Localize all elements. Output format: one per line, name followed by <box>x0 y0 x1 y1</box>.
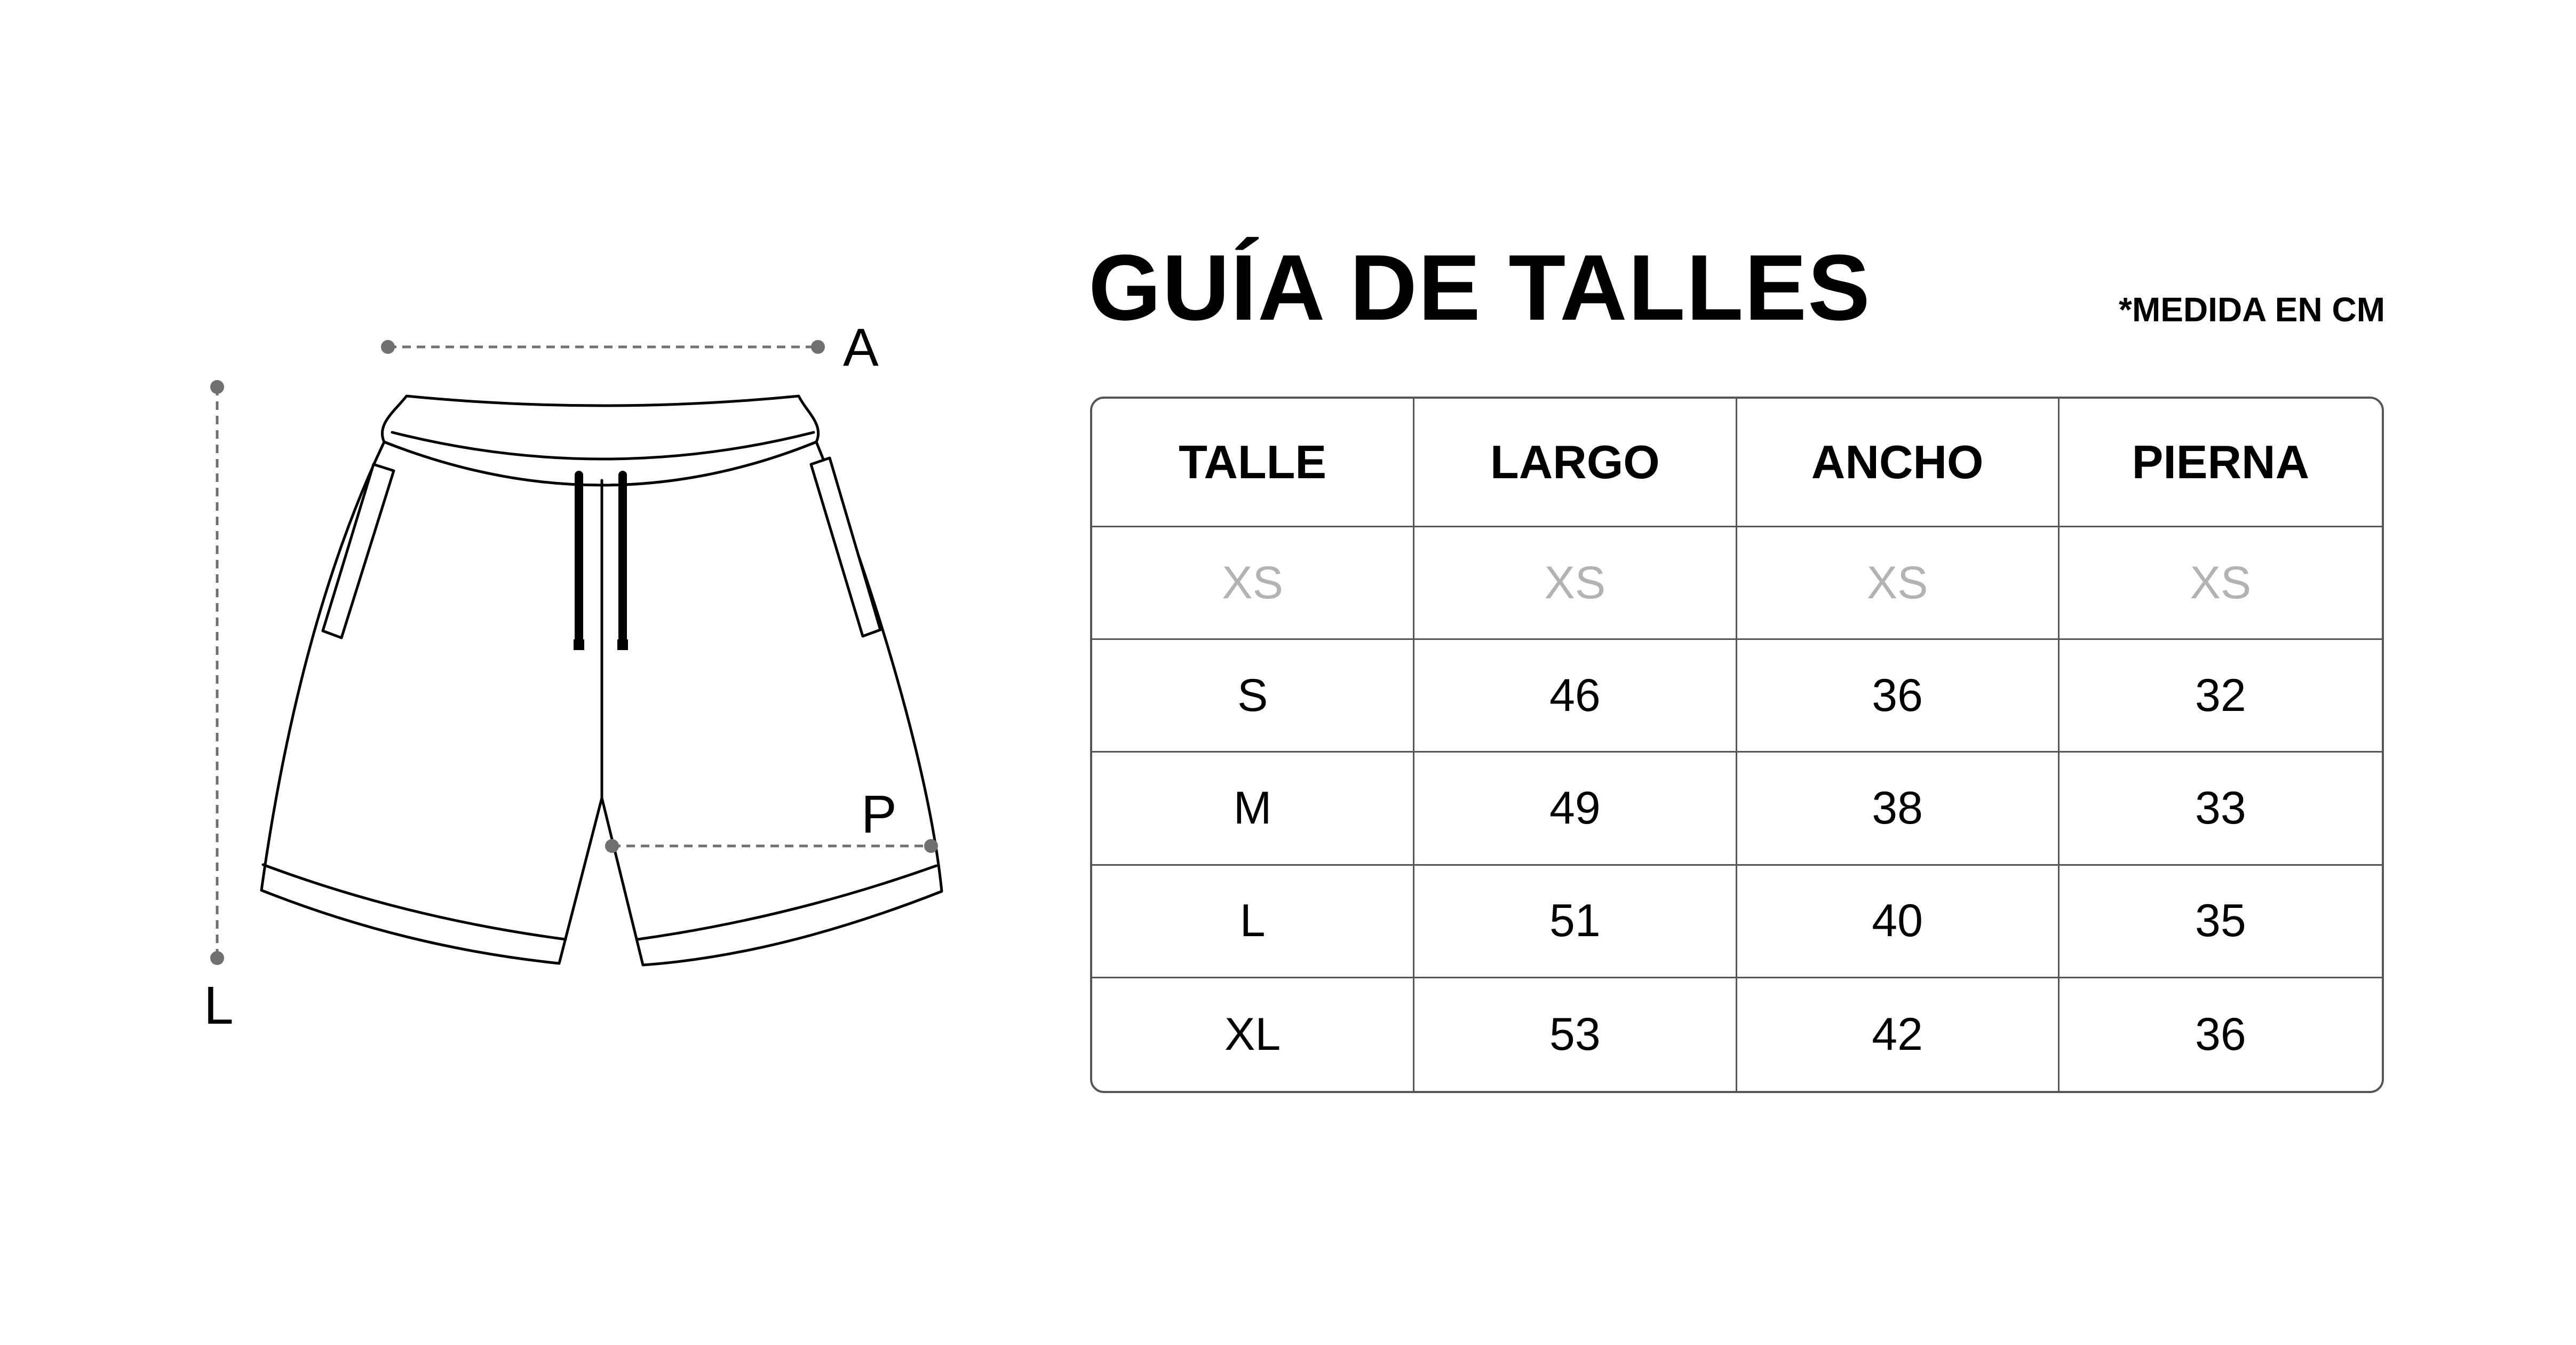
width-dimension <box>381 340 825 354</box>
leg-label: P <box>861 785 897 844</box>
table-cell: 40 <box>1737 865 2060 978</box>
shorts-diagram: A L P <box>204 318 943 1035</box>
table-cell: 35 <box>2059 866 2382 978</box>
table-cell: 32 <box>2059 640 2382 753</box>
table-cell: XS <box>1737 527 2060 640</box>
table-cell: M <box>1092 753 1415 866</box>
table-cell: XS <box>2059 527 2382 640</box>
header-width: ANCHO <box>1737 399 2060 527</box>
shorts-outline <box>260 394 943 967</box>
header-leg: PIERNA <box>2059 399 2382 527</box>
unit-note: *MEDIDA EN CM <box>2119 290 2385 329</box>
length-dimension <box>210 380 224 965</box>
table-cell: 53 <box>1414 978 1737 1091</box>
leg-dimension <box>605 839 938 853</box>
table-cell: 46 <box>1414 640 1737 753</box>
width-label: A <box>843 318 879 377</box>
table-cell: 51 <box>1414 865 1737 978</box>
header-size: TALLE <box>1092 399 1415 527</box>
page-title: GUÍA DE TALLES <box>1088 236 1871 340</box>
table-cell: XL <box>1092 978 1415 1091</box>
table-cell: S <box>1092 640 1415 753</box>
drawstrings <box>574 471 628 650</box>
table-cell: 36 <box>2195 1008 2246 1060</box>
table-cell: 33 <box>2059 753 2382 866</box>
table-cell: L <box>1092 865 1415 978</box>
table-cell: XS <box>1092 527 1415 640</box>
table-cell: XS <box>1414 527 1737 640</box>
length-label: L <box>204 976 234 1035</box>
table-cell: 42 <box>1737 978 2060 1091</box>
table-cell: 38 <box>1737 753 2060 866</box>
table-cell: 49 <box>1414 753 1737 866</box>
header-length: LARGO <box>1414 399 1737 527</box>
size-table: TALLE LARGO ANCHO PIERNA XS XS XS XS S 4… <box>1090 397 2384 1093</box>
table-cell: 36 <box>1737 640 2060 753</box>
